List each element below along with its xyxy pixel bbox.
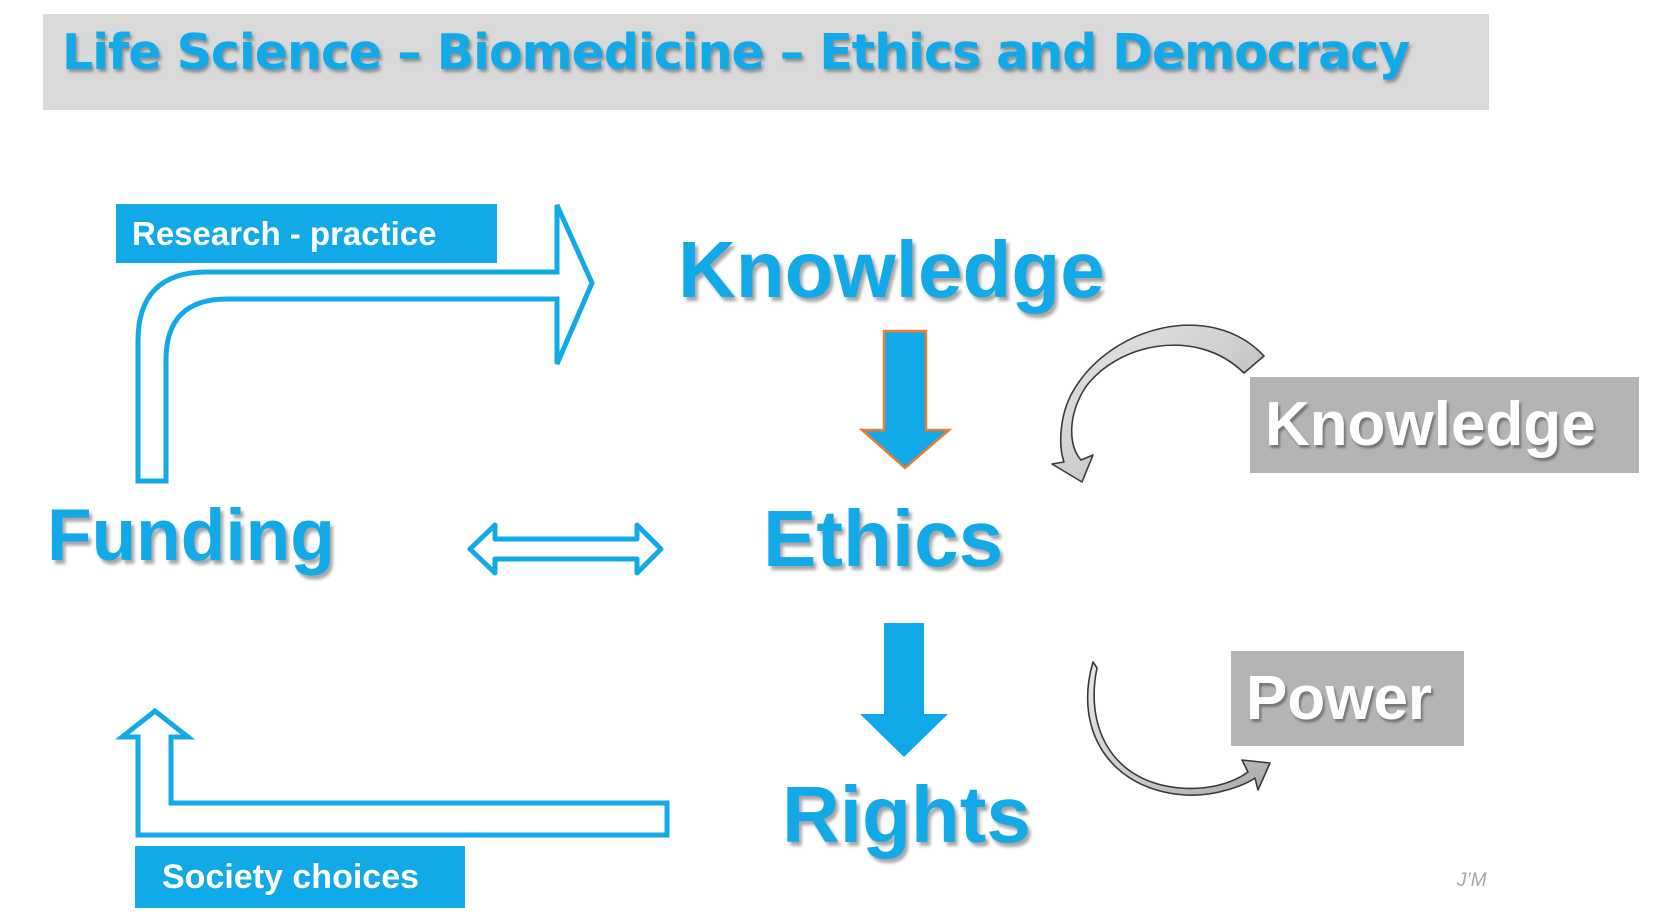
research-practice-label: Research - practice <box>116 204 497 263</box>
knowledge-to-ethics-arrow <box>858 329 953 470</box>
node-knowledge: Knowledge <box>678 225 1105 314</box>
signature: J’M <box>1457 870 1487 891</box>
side-box-knowledge: Knowledge <box>1250 377 1639 473</box>
node-funding: Funding <box>47 495 335 576</box>
research-practice-arrow <box>135 203 595 484</box>
side-box-power: Power <box>1231 651 1464 746</box>
curved-arrow-knowledge <box>1051 324 1265 483</box>
page-title: Life Science – Biomedicine – Ethics and … <box>62 24 1410 81</box>
title-bar <box>43 14 1489 110</box>
node-rights: Rights <box>782 770 1031 859</box>
society-choices-arrow <box>114 707 670 838</box>
society-choices-label: Society choices <box>135 846 465 908</box>
ethics-to-rights-arrow <box>860 623 948 757</box>
double-arrow <box>467 522 664 576</box>
node-ethics: Ethics <box>763 494 1004 583</box>
curved-arrow-power <box>1086 661 1271 796</box>
